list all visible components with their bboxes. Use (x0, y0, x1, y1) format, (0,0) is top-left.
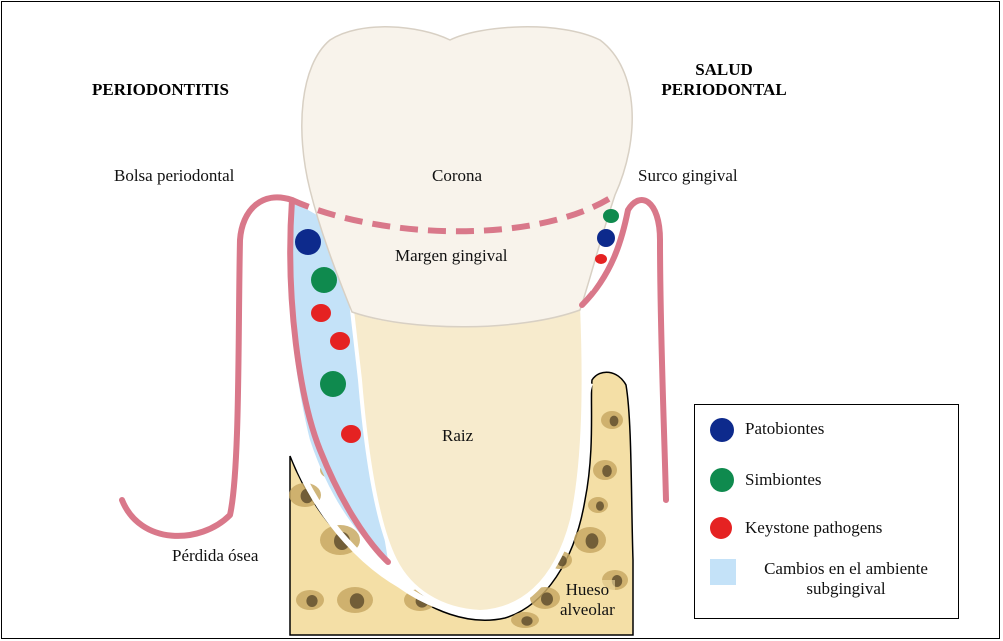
label-bone-loss: Pérdida ósea (172, 546, 258, 566)
keystone-symbol (341, 425, 361, 443)
legend-item-subgingival: Cambios en el ambiente subgingival (695, 555, 958, 605)
legend-item-symbionts: Simbiontes (695, 465, 958, 495)
heading-periodontal-health: SALUD PERIODONTAL (644, 60, 804, 99)
legend: Patobiontes Simbiontes Keystone pathogen… (694, 404, 959, 619)
legend-label-symbionts: Simbiontes (745, 470, 822, 490)
label-sulcus: Surco gingival (638, 166, 738, 186)
keystone-symbol (330, 332, 350, 350)
keystone-symbol (311, 304, 331, 322)
label-alveolar-bone: Hueso alveolar (560, 580, 615, 619)
pathobiont-symbol (597, 229, 615, 247)
symbiont-swatch (710, 468, 734, 492)
label-root: Raiz (442, 426, 473, 446)
label-crown: Corona (432, 166, 482, 186)
pathobiont-symbol (295, 229, 321, 255)
symbiont-symbol (311, 267, 337, 293)
bone-spot-core (541, 592, 553, 605)
legend-label-keystone: Keystone pathogens (745, 518, 882, 538)
legend-item-keystone: Keystone pathogens (695, 513, 958, 543)
bone-spot-core (610, 416, 619, 427)
legend-subgingival-line2: subgingival (741, 579, 951, 599)
bone-spot-core (602, 465, 612, 477)
bone-spot-core (586, 533, 599, 549)
heading-health-line2: PERIODONTAL (644, 80, 804, 100)
keystone-swatch (710, 517, 732, 539)
legend-item-pathobionts: Patobiontes (695, 415, 958, 445)
symbiont-symbol (603, 209, 619, 223)
bone-spot-core (521, 616, 532, 626)
bone-spot-core (350, 593, 364, 609)
label-pocket: Bolsa periodontal (114, 166, 234, 186)
pathobiont-swatch (710, 418, 734, 442)
keystone-symbol (595, 254, 607, 264)
label-gingival-margin: Margen gingival (395, 246, 508, 266)
heading-periodontitis: PERIODONTITIS (92, 80, 229, 100)
symbiont-symbol (320, 371, 346, 397)
legend-label-subgingival: Cambios en el ambiente subgingival (741, 559, 951, 599)
label-bone-line2: alveolar (560, 600, 615, 620)
label-bone-line1: Hueso (560, 580, 615, 600)
legend-label-pathobionts: Patobiontes (745, 419, 824, 439)
tooth-root (352, 305, 584, 612)
legend-subgingival-line1: Cambios en el ambiente (741, 559, 951, 579)
subgingival-swatch (710, 559, 736, 585)
bone-spot-core (596, 501, 604, 511)
bone-spot-core (306, 595, 317, 607)
heading-health-line1: SALUD (644, 60, 804, 80)
